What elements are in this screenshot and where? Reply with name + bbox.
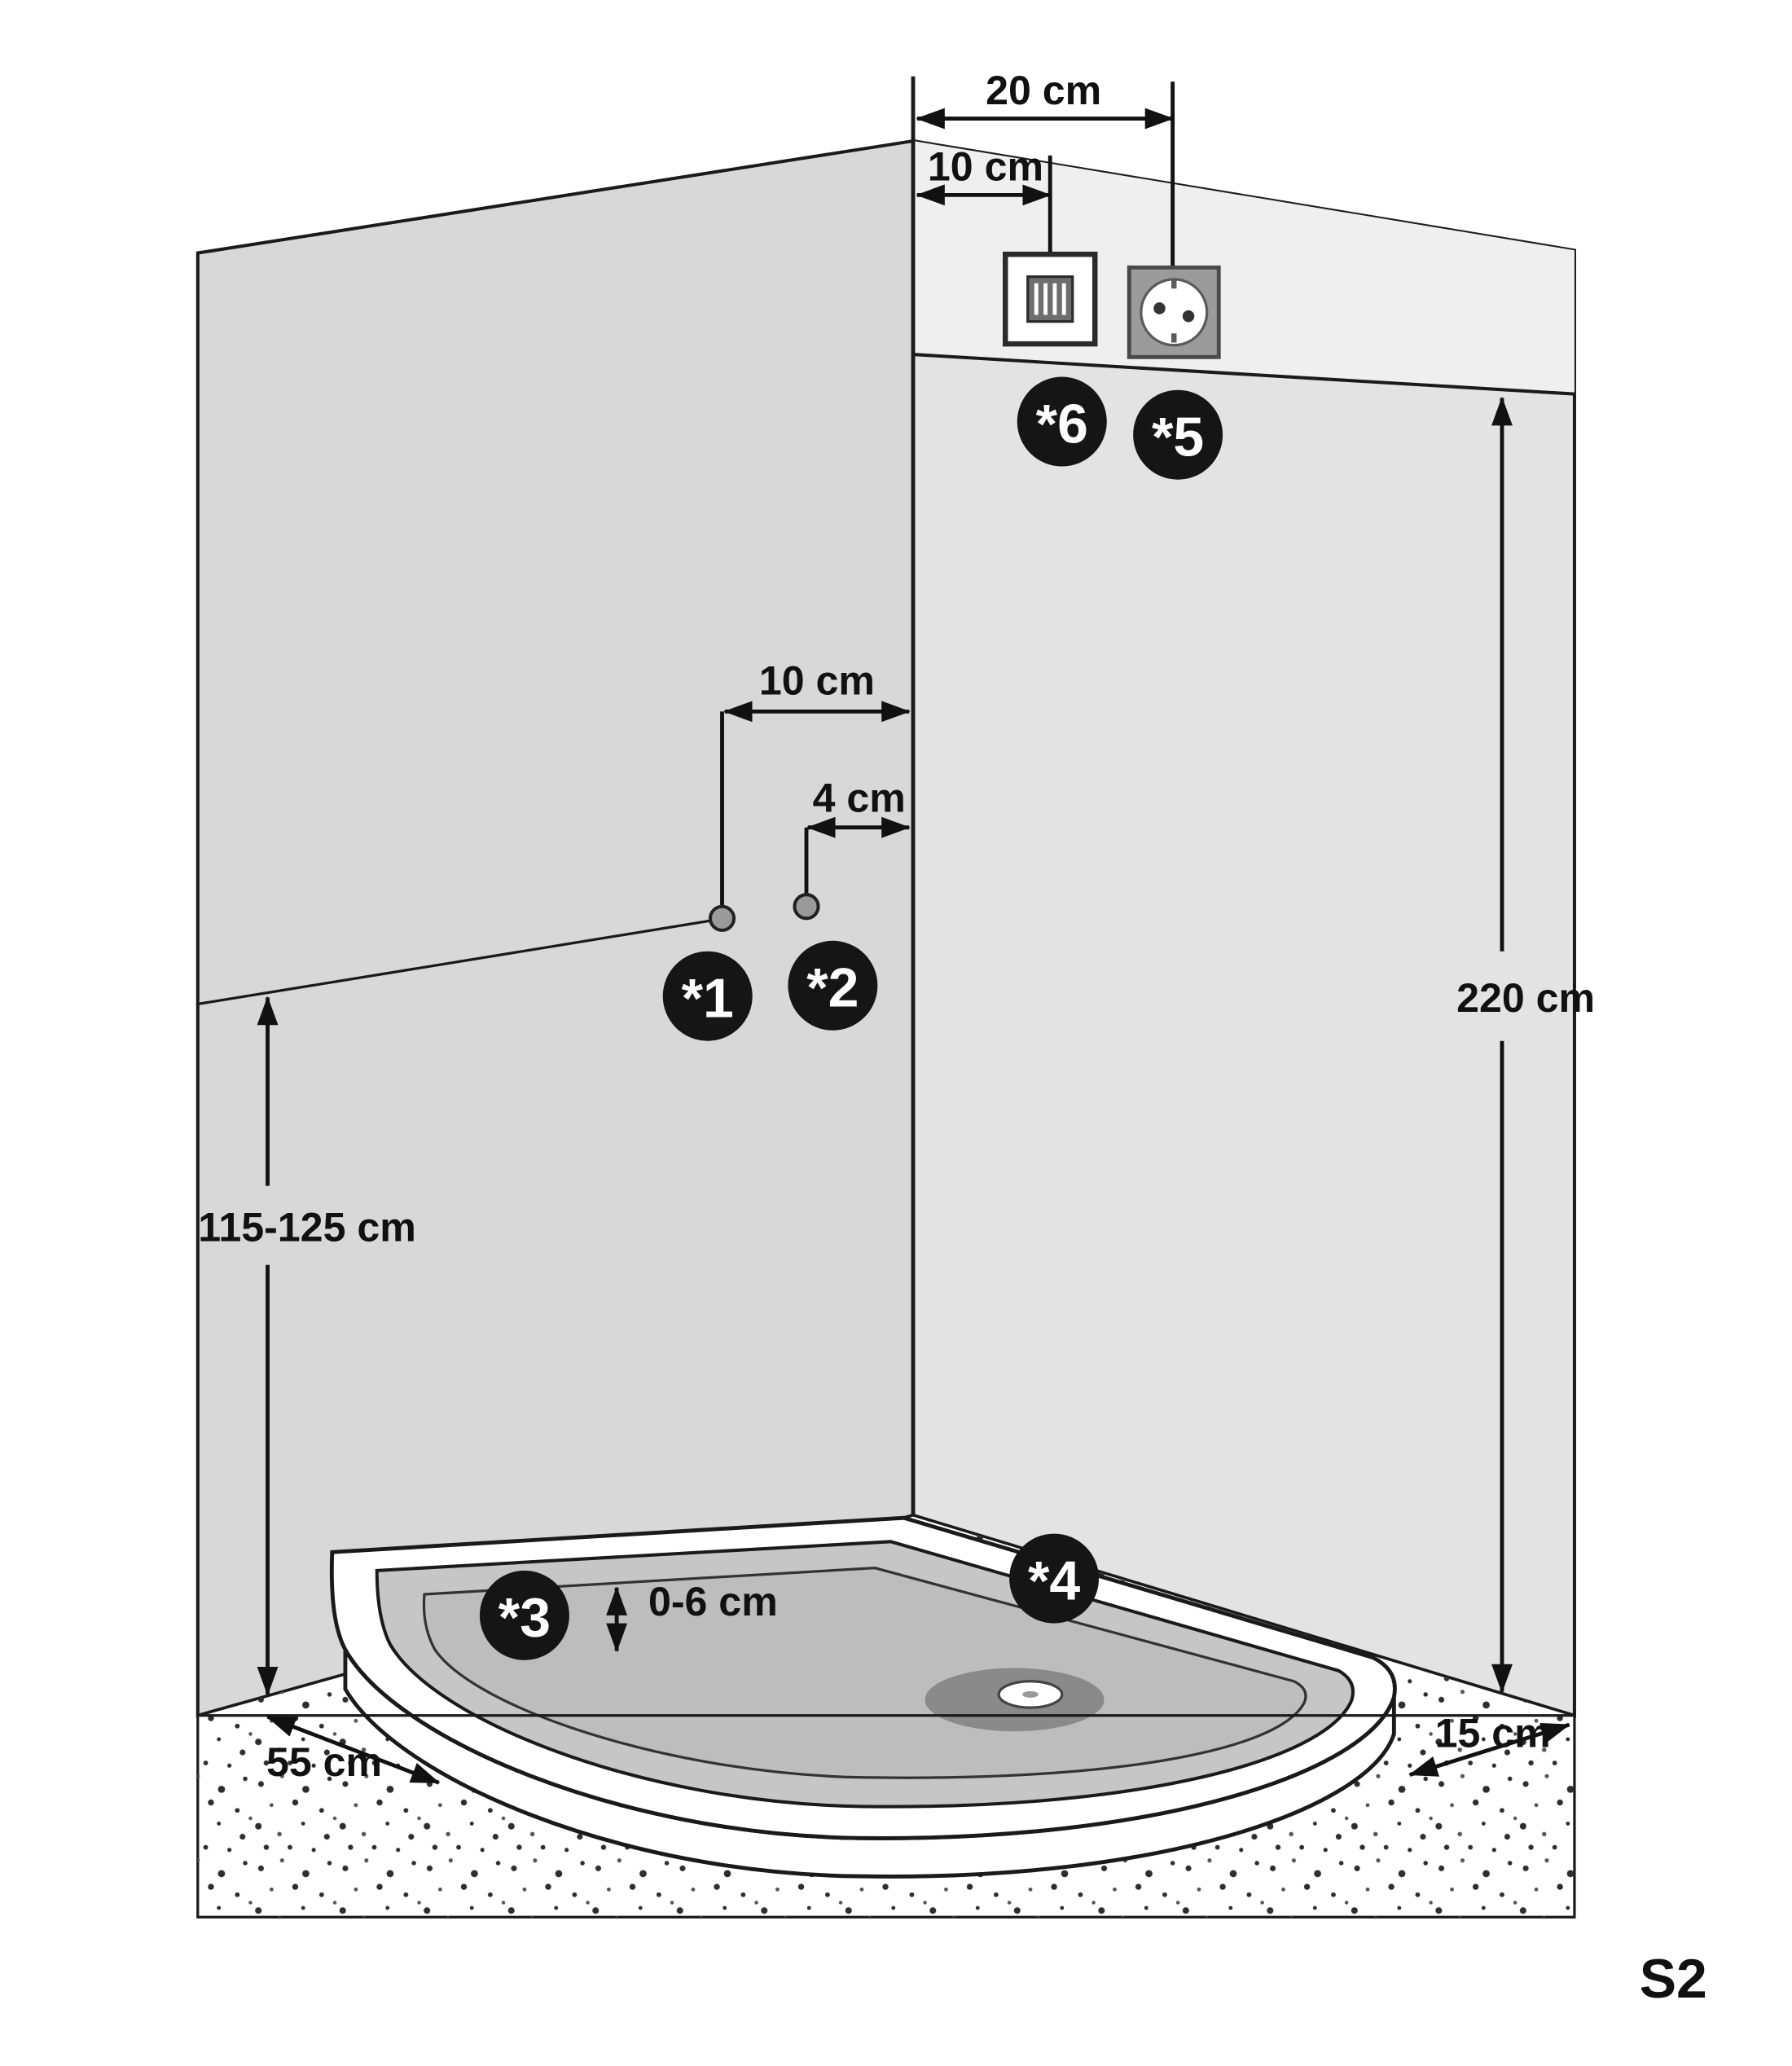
socket-earth-bottom [1171,333,1177,343]
grille-bar [1034,283,1039,315]
marker-5: *5 [1133,389,1223,480]
dim-line-15 [1408,1722,1571,1777]
left-wall [195,138,916,1718]
marker-6: *6 [1017,376,1107,467]
connection-level-line [197,918,718,1006]
socket-hole-left [1153,302,1166,314]
dim-connection-spacing [804,816,911,896]
marker-3-badge [479,1570,569,1660]
dim-mixer-distance [720,701,911,909]
dim-connection-spacing-label: 4 cm [813,775,906,820]
marker-2: *2 [788,940,878,1031]
grille-bar [1052,283,1057,315]
marker-1-label: *1 [682,968,734,1029]
dim-tray-left-edge [266,1715,441,1785]
marker-3-label: *3 [499,1588,551,1649]
marker-4-badge [1009,1533,1100,1624]
shower-tray [329,1515,1397,1879]
drain-cap-center [1022,1690,1039,1698]
marker-1-badge [662,951,753,1041]
dim-socket-distance-label: 20 cm [986,68,1101,113]
grille-bar [1061,283,1066,315]
dim-tray-right-edge [1408,1722,1571,1777]
dim-right-height-label: 220 cm [1456,975,1595,1021]
enclosure-top-line [912,353,1575,396]
socket-earth-top [1171,279,1177,289]
dim-line-55 [266,1715,441,1785]
connection-point-2 [793,893,820,921]
dim-junction-box-distance-label: 10 cm [928,144,1043,190]
marker-3: *3 [479,1570,569,1660]
dim-tray-left-edge-label: 55 cm [266,1739,382,1785]
marker-5-badge [1133,389,1223,480]
dim-mixer-distance-label: 10 cm [759,657,875,703]
marker-6-badge [1017,376,1107,467]
dim-socket-distance [916,81,1175,268]
marker-6-label: *6 [1036,393,1088,455]
marker-5-label: *5 [1152,407,1204,468]
marker-2-label: *2 [806,958,859,1019]
marker-4-label: *4 [1028,1550,1080,1611]
dim-junction-box-distance [916,155,1052,255]
room-corner-walls [195,76,1576,1718]
marker-1: *1 [662,951,753,1041]
page-code: S2 [1640,1949,1707,2010]
marker-4: *4 [1009,1533,1100,1624]
dim-tray-rim-depth-label: 0-6 cm [648,1579,778,1624]
tray-basin-floor [422,1567,1307,1779]
dim-left-height-label: 115-125 cm [198,1205,416,1251]
dim-tray-right-edge-label: 15 cm [1435,1711,1551,1756]
grille-bar [1043,283,1048,315]
connection-point-1 [708,904,736,932]
junction-box-fixture [1003,251,1098,347]
socket-hole-right [1182,310,1195,323]
power-socket-fixture [1127,265,1221,359]
marker-2-badge [788,940,878,1031]
